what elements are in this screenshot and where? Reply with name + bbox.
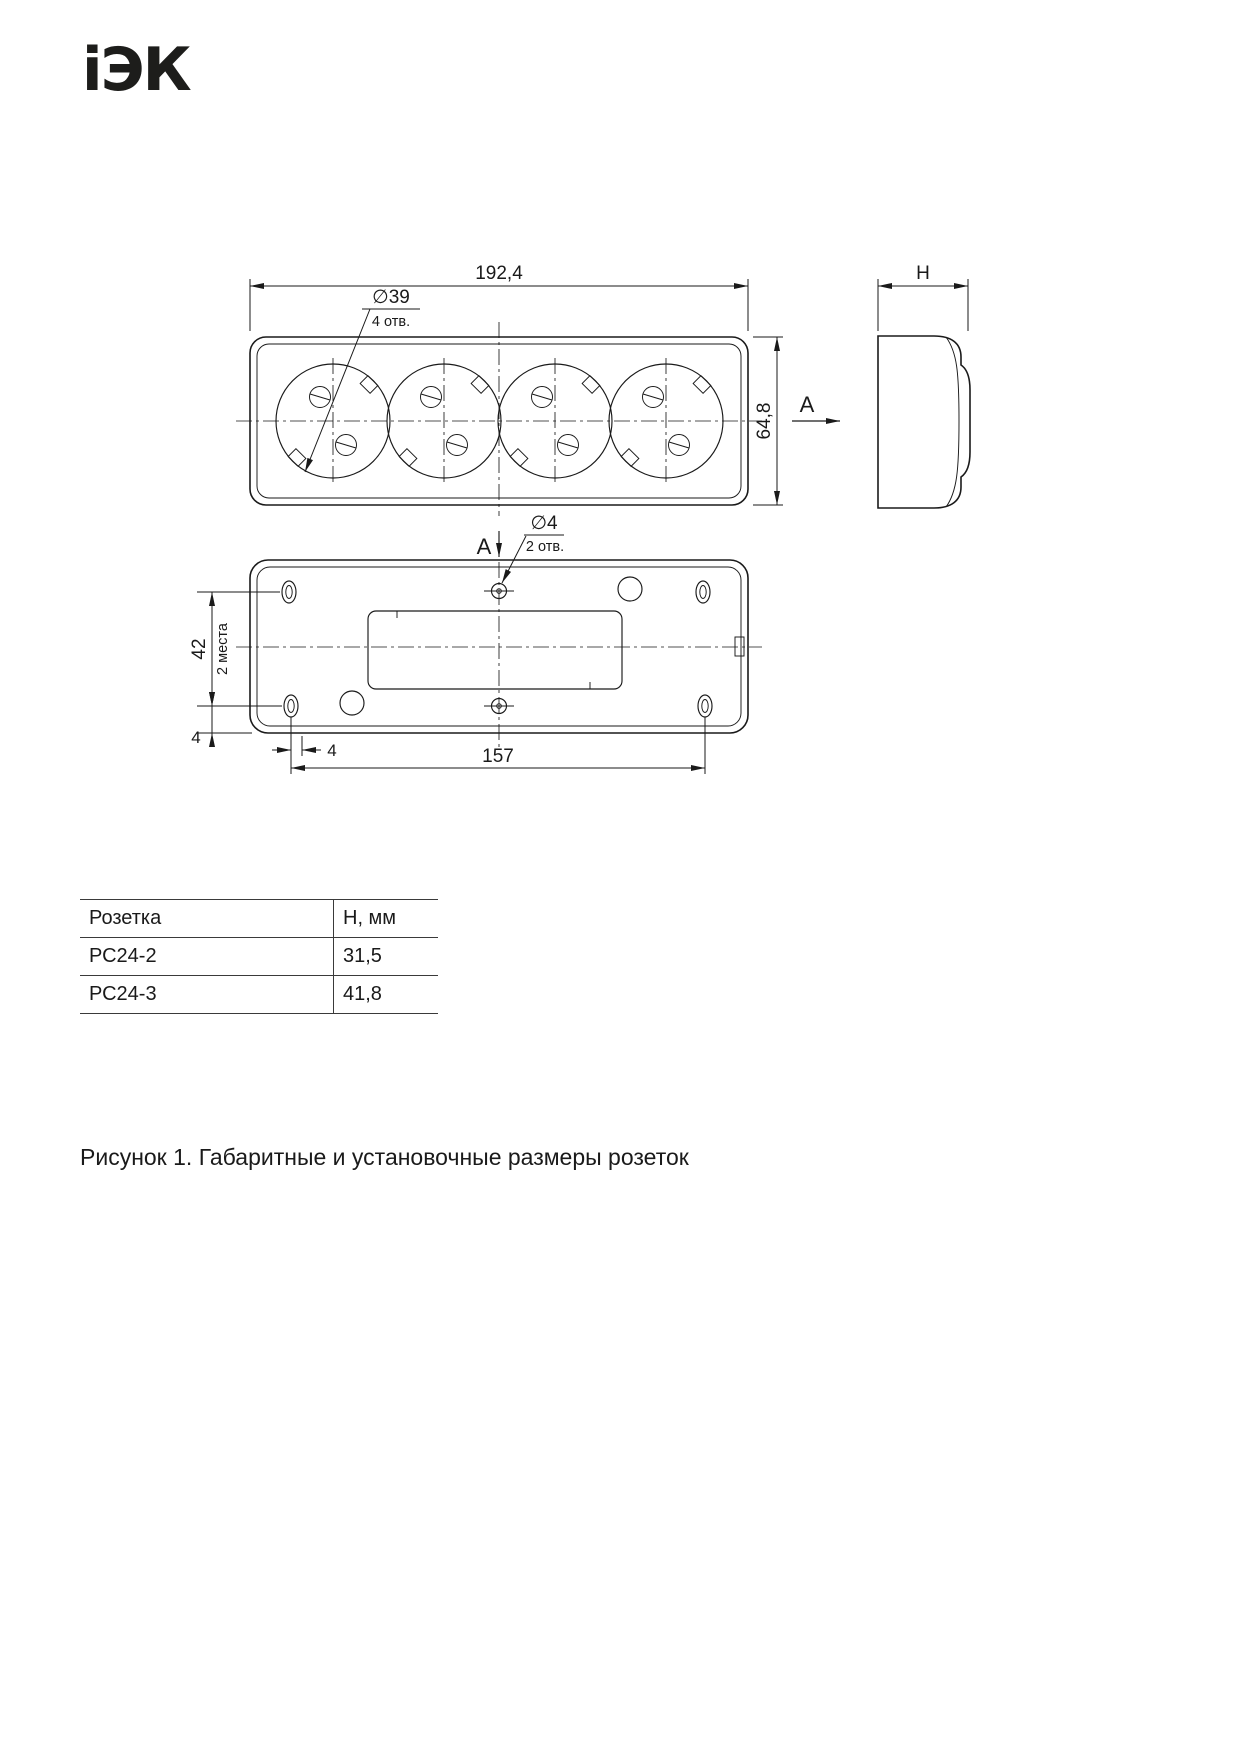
front-section-label: A xyxy=(800,392,815,417)
table-header-row: Розетка Н, мм xyxy=(80,900,438,938)
cable-entry-hole xyxy=(339,690,365,716)
mounting-slot xyxy=(281,580,297,604)
bottom-hole-diameter-label: ∅4 xyxy=(530,513,558,534)
spec-table: Розетка Н, мм РС24-2 31,5 РС24-3 41,8 xyxy=(80,899,438,1014)
dim-edge-offset-label: 4 xyxy=(191,728,200,747)
table-row: РС24-3 41,8 xyxy=(80,976,438,1014)
table-cell-height: 31,5 xyxy=(343,945,382,967)
dim-vertical-spacing-label: 42 xyxy=(189,638,210,659)
front-view: 192,4 ∅39 4 отв. 64,8 A xyxy=(236,263,840,516)
dim-height-label: 64,8 xyxy=(754,403,775,440)
bottom-view: ∅4 2 отв. A 42 2 места 4 4 xyxy=(189,513,762,774)
table-header-height: Н, мм xyxy=(343,907,397,929)
dim-width-label: 192,4 xyxy=(475,263,523,284)
table-row: РС24-2 31,5 xyxy=(80,938,438,976)
dim-depth-label: H xyxy=(916,263,930,284)
mounting-slot xyxy=(695,580,711,604)
side-view: H xyxy=(877,263,971,509)
table-header-socket: Розетка xyxy=(80,900,334,937)
bottom-hole-count-label: 2 отв. xyxy=(526,539,564,555)
cable-entry-hole xyxy=(617,576,643,602)
table-cell-model: РС24-2 xyxy=(80,938,334,975)
table-cell-height: 41,8 xyxy=(343,983,382,1005)
bottom-section-label: A xyxy=(477,534,492,559)
screw-hole xyxy=(484,582,514,600)
table-cell-model: РС24-3 xyxy=(80,976,334,1013)
mounting-slot xyxy=(697,694,713,718)
iek-logo: iЭК xyxy=(82,35,192,105)
cable-compartment xyxy=(367,610,623,690)
front-hole-count-label: 4 отв. xyxy=(372,314,410,330)
screw-hole xyxy=(484,697,514,715)
dim-vertical-spacing-note: 2 места xyxy=(215,622,231,675)
dim-horizontal-spacing-label: 157 xyxy=(482,746,514,767)
figure-caption: Рисунок 1. Габаритные и установочные раз… xyxy=(80,1144,689,1170)
dim-slot-width-label: 4 xyxy=(327,741,336,760)
front-hole-diameter-label: ∅39 xyxy=(372,287,410,308)
mounting-slot xyxy=(283,694,299,718)
